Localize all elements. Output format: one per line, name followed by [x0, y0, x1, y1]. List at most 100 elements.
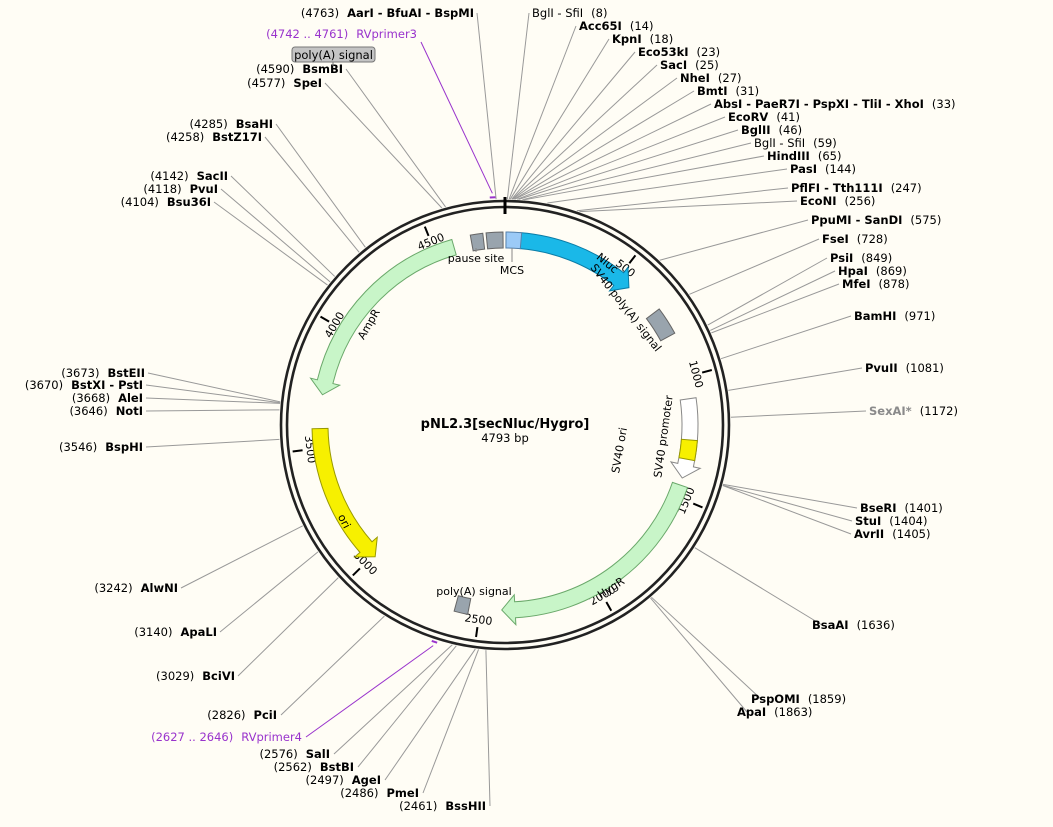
site-position: (4590): [256, 62, 294, 76]
site-position: (2497): [306, 773, 344, 787]
restriction-sites: (4763)AarI - BfuAI - BspMI(4590)BsmBI(45…: [25, 6, 958, 813]
site-position: (4577): [247, 76, 285, 90]
site-position: (3673): [61, 366, 99, 380]
primer-range: (2627 .. 2646): [151, 730, 233, 744]
site-enzyme: BssHII: [445, 799, 486, 813]
site-label-eco53ki-23: Eco53kI(23): [638, 45, 720, 59]
feature-hygr: [501, 481, 689, 627]
site-enzyme: AbsI - PaeR7I - PspXI - TliI - XhoI: [714, 97, 924, 111]
feature-polyA: [453, 595, 472, 615]
site-enzyme: EcoRV: [728, 110, 768, 124]
site-leader-sali-2576: [333, 644, 453, 755]
backbone: [279, 197, 731, 651]
feature-sv40polyA1: [645, 308, 676, 342]
site-leader-bsu36i-4104: [213, 201, 328, 286]
site-label-bmti-31: BmtI(31): [697, 84, 759, 98]
site-leader-bstz17i-4258: [264, 136, 360, 253]
site-leader-bcivi-3029: [237, 577, 339, 677]
site-leader-bsahi-4285: [275, 123, 366, 248]
site-enzyme: StuI: [855, 514, 881, 528]
site-position: (8): [591, 6, 607, 20]
feature-label-mcs: MCS: [500, 264, 524, 277]
site-position: (728): [857, 232, 888, 246]
site-leader-saci-25: [512, 64, 658, 200]
site-label-fsei-728: FseI (728): [822, 232, 888, 246]
feature-pause: [469, 232, 486, 252]
site-position: (2562): [274, 760, 312, 774]
site-leader-pasi-144: [547, 168, 788, 204]
site-enzyme: BciVI: [202, 669, 235, 683]
site-enzyme: PmeI: [387, 786, 420, 800]
site-position: (14): [630, 19, 654, 33]
site-position: (3242): [94, 581, 132, 595]
site-enzyme: PspOMI: [751, 692, 800, 706]
site-position: (1863): [774, 705, 812, 719]
site-enzyme: BsmBI: [302, 62, 343, 76]
site-label-mfei-878: MfeI(878): [842, 277, 909, 291]
site-position: (971): [904, 309, 935, 323]
feature-tag: poly(A) signal: [291, 46, 376, 66]
site-position: (1636): [857, 618, 895, 632]
site-position: (3646): [69, 404, 107, 418]
site-enzyme: HindIII: [767, 149, 810, 163]
site-enzyme: KpnI: [612, 32, 642, 46]
site-enzyme: SacII: [197, 169, 228, 183]
site-enzyme: Acc65I: [579, 19, 622, 33]
site-enzyme: BglI - SfiI: [754, 136, 805, 150]
site-position: (31): [736, 84, 760, 98]
feature-label-sv40-promoter: SV40 promoter: [651, 394, 675, 479]
site-leader-sexai-1172: [730, 410, 867, 418]
site-label-bstxi-psti-3670: (3670)BstXI - PstI: [25, 378, 143, 392]
site-label-bseri-1401: BseRI(1401): [860, 501, 943, 515]
site-enzyme: AarI - BfuAI - BspMI: [347, 6, 474, 20]
site-label-stui-1404: StuI (1404): [855, 514, 928, 528]
site-position: (4118): [143, 182, 181, 196]
feature-gbox: [485, 231, 504, 250]
site-label-bsahi-4285: (4285)BsaHI: [189, 117, 273, 131]
site-enzyme: PvuI: [190, 182, 218, 196]
site-enzyme: BstZ17I: [212, 130, 262, 144]
site-position: (1081): [906, 361, 944, 375]
site-leader-sacii-4142: [230, 175, 336, 277]
site-position: (849): [861, 251, 892, 265]
site-leader-kpni-18: [509, 38, 610, 200]
site-label-apali-3140: (3140)ApaLI: [134, 625, 217, 639]
site-enzyme: BseRI: [860, 501, 897, 515]
site-label-bglii-46: BglII(46): [741, 123, 802, 137]
site-leader-eco53ki-23: [511, 51, 636, 200]
tick-mark-500: [628, 254, 637, 264]
primer-range: (4742 .. 4761): [266, 27, 348, 41]
site-label-pmei-2486: (2486)PmeI: [340, 786, 419, 800]
site-leader-hindiii-65: [524, 155, 765, 201]
site-leader-pvuii-1081: [728, 367, 863, 391]
tick-mark-4000: [319, 315, 330, 323]
site-leader-absi-paer7i-pspxi-tlii-xhoi-33: [514, 103, 712, 200]
site-leader-hpai-869: [710, 270, 836, 331]
site-position: (4258): [166, 130, 204, 144]
site-label-bgli-sfii-8: BglI - SfiI(8): [532, 6, 607, 20]
site-enzyme: BsaAI: [812, 618, 849, 632]
site-position: (1404): [889, 514, 927, 528]
site-label-ecorv-41: EcoRV(41): [728, 110, 800, 124]
feature-ori: [311, 427, 378, 558]
site-leader-alei-3668: [145, 397, 281, 404]
tick-mark-1000: [701, 369, 713, 374]
feature-mcs: [505, 231, 523, 250]
site-leader-bmti-31: [513, 90, 695, 200]
site-position: (65): [818, 149, 842, 163]
site-leader-agei-2497: [384, 648, 476, 781]
site-label-alei-3668: (3668)AleI: [72, 391, 143, 405]
primer-label-rvprimer4: (2627 .. 2646)RVprimer4: [151, 730, 302, 744]
features: [309, 231, 702, 627]
site-position: (144): [825, 162, 856, 176]
tick-mark-2000: [605, 601, 613, 612]
site-enzyme: BspHI: [105, 440, 143, 454]
site-enzyme: FseI: [822, 232, 849, 246]
site-enzyme: PflFI - Tth111I: [791, 181, 883, 195]
plasmid-name: pNL2.3[secNluc/Hygro]: [421, 417, 590, 432]
feature-sv40prom: [669, 397, 702, 479]
site-enzyme: BstBI: [320, 760, 354, 774]
site-position: (27): [718, 71, 742, 85]
